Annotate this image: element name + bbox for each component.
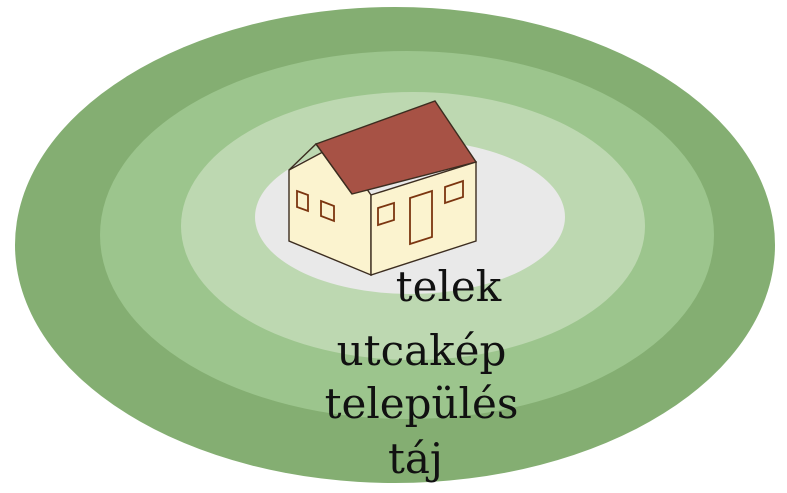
house-icon <box>288 100 478 277</box>
window-icon <box>377 201 395 227</box>
label-taj: táj <box>388 434 443 483</box>
label-telepules: település <box>324 379 519 428</box>
label-telek: telek <box>395 262 502 311</box>
house-gable-edge <box>288 142 353 195</box>
window-icon <box>296 189 309 213</box>
house-front-wall <box>370 161 477 276</box>
door-icon <box>409 189 433 246</box>
label-utcakep: utcakép <box>336 326 507 375</box>
window-icon <box>444 179 464 205</box>
window-icon <box>320 199 335 223</box>
